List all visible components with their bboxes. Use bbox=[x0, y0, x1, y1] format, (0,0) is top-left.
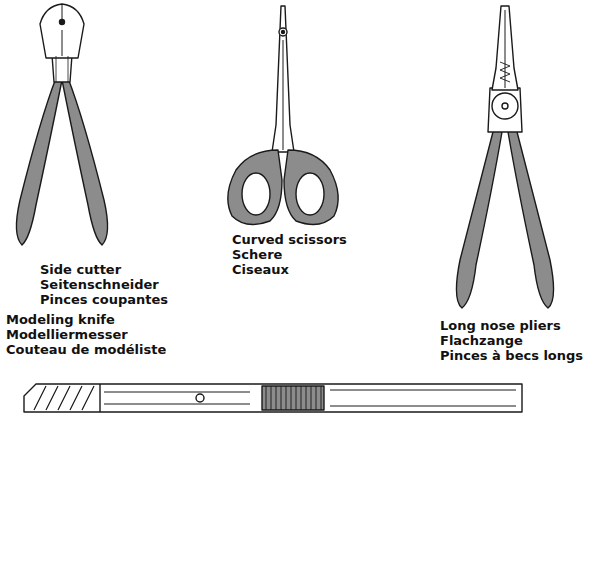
tool-label: Pinces à becs longs bbox=[440, 348, 583, 363]
tool-label: Ciseaux bbox=[232, 262, 289, 277]
tool-label: Modelliermesser bbox=[6, 327, 128, 342]
tool-label: Schere bbox=[232, 247, 282, 262]
side-cutter bbox=[16, 4, 107, 245]
tool-label: Pinces coupantes bbox=[40, 292, 168, 307]
tool-label: Seitenschneider bbox=[40, 277, 159, 292]
tool-label: Side cutter bbox=[40, 262, 121, 277]
tool-label: Flachzange bbox=[440, 333, 523, 348]
long-nose-pliers bbox=[456, 6, 553, 308]
tool-label: Long nose pliers bbox=[440, 318, 561, 333]
curved-scissors bbox=[228, 6, 338, 225]
modeling-knife bbox=[24, 384, 522, 412]
tool-label: Couteau de modéliste bbox=[6, 342, 166, 357]
tool-label: Curved scissors bbox=[232, 232, 347, 247]
tool-label: Modeling knife bbox=[6, 312, 115, 327]
